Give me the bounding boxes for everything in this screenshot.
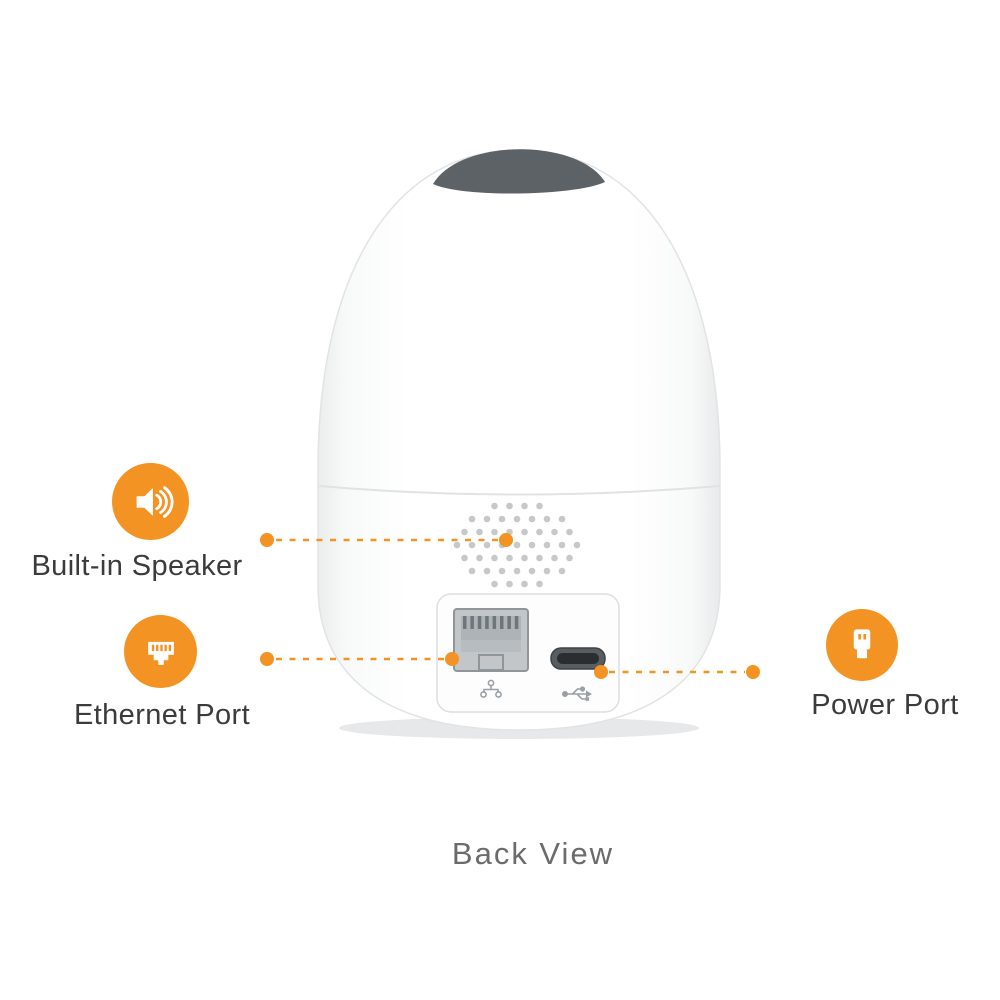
ethernet-badge: [124, 615, 197, 688]
ethernet-label: Ethernet Port: [73, 699, 251, 731]
body-seam: [318, 485, 721, 496]
power-badge: [826, 609, 898, 681]
speaker-leader-line: [260, 533, 513, 547]
speaker-icon: [136, 485, 174, 518]
power-label: Power Port: [811, 689, 959, 721]
usb-plug-icon: [853, 629, 871, 659]
usb-symbol-icon: [561, 686, 592, 701]
network-icon: [480, 679, 502, 698]
speaker-label: Built-in Speaker: [31, 550, 243, 582]
micro-usb-port: [550, 647, 606, 670]
ethernet-leader-line: [260, 652, 459, 666]
ethernet-port-icon: [147, 641, 174, 665]
ethernet-jack: [453, 608, 529, 672]
speaker-badge: [112, 463, 189, 540]
device-body: [317, 149, 721, 731]
caption-back-view: Back View: [451, 836, 615, 871]
power-leader-line: [594, 665, 760, 679]
camera-top-cap: [433, 149, 605, 194]
speaker-hole-grid: [453, 502, 581, 588]
